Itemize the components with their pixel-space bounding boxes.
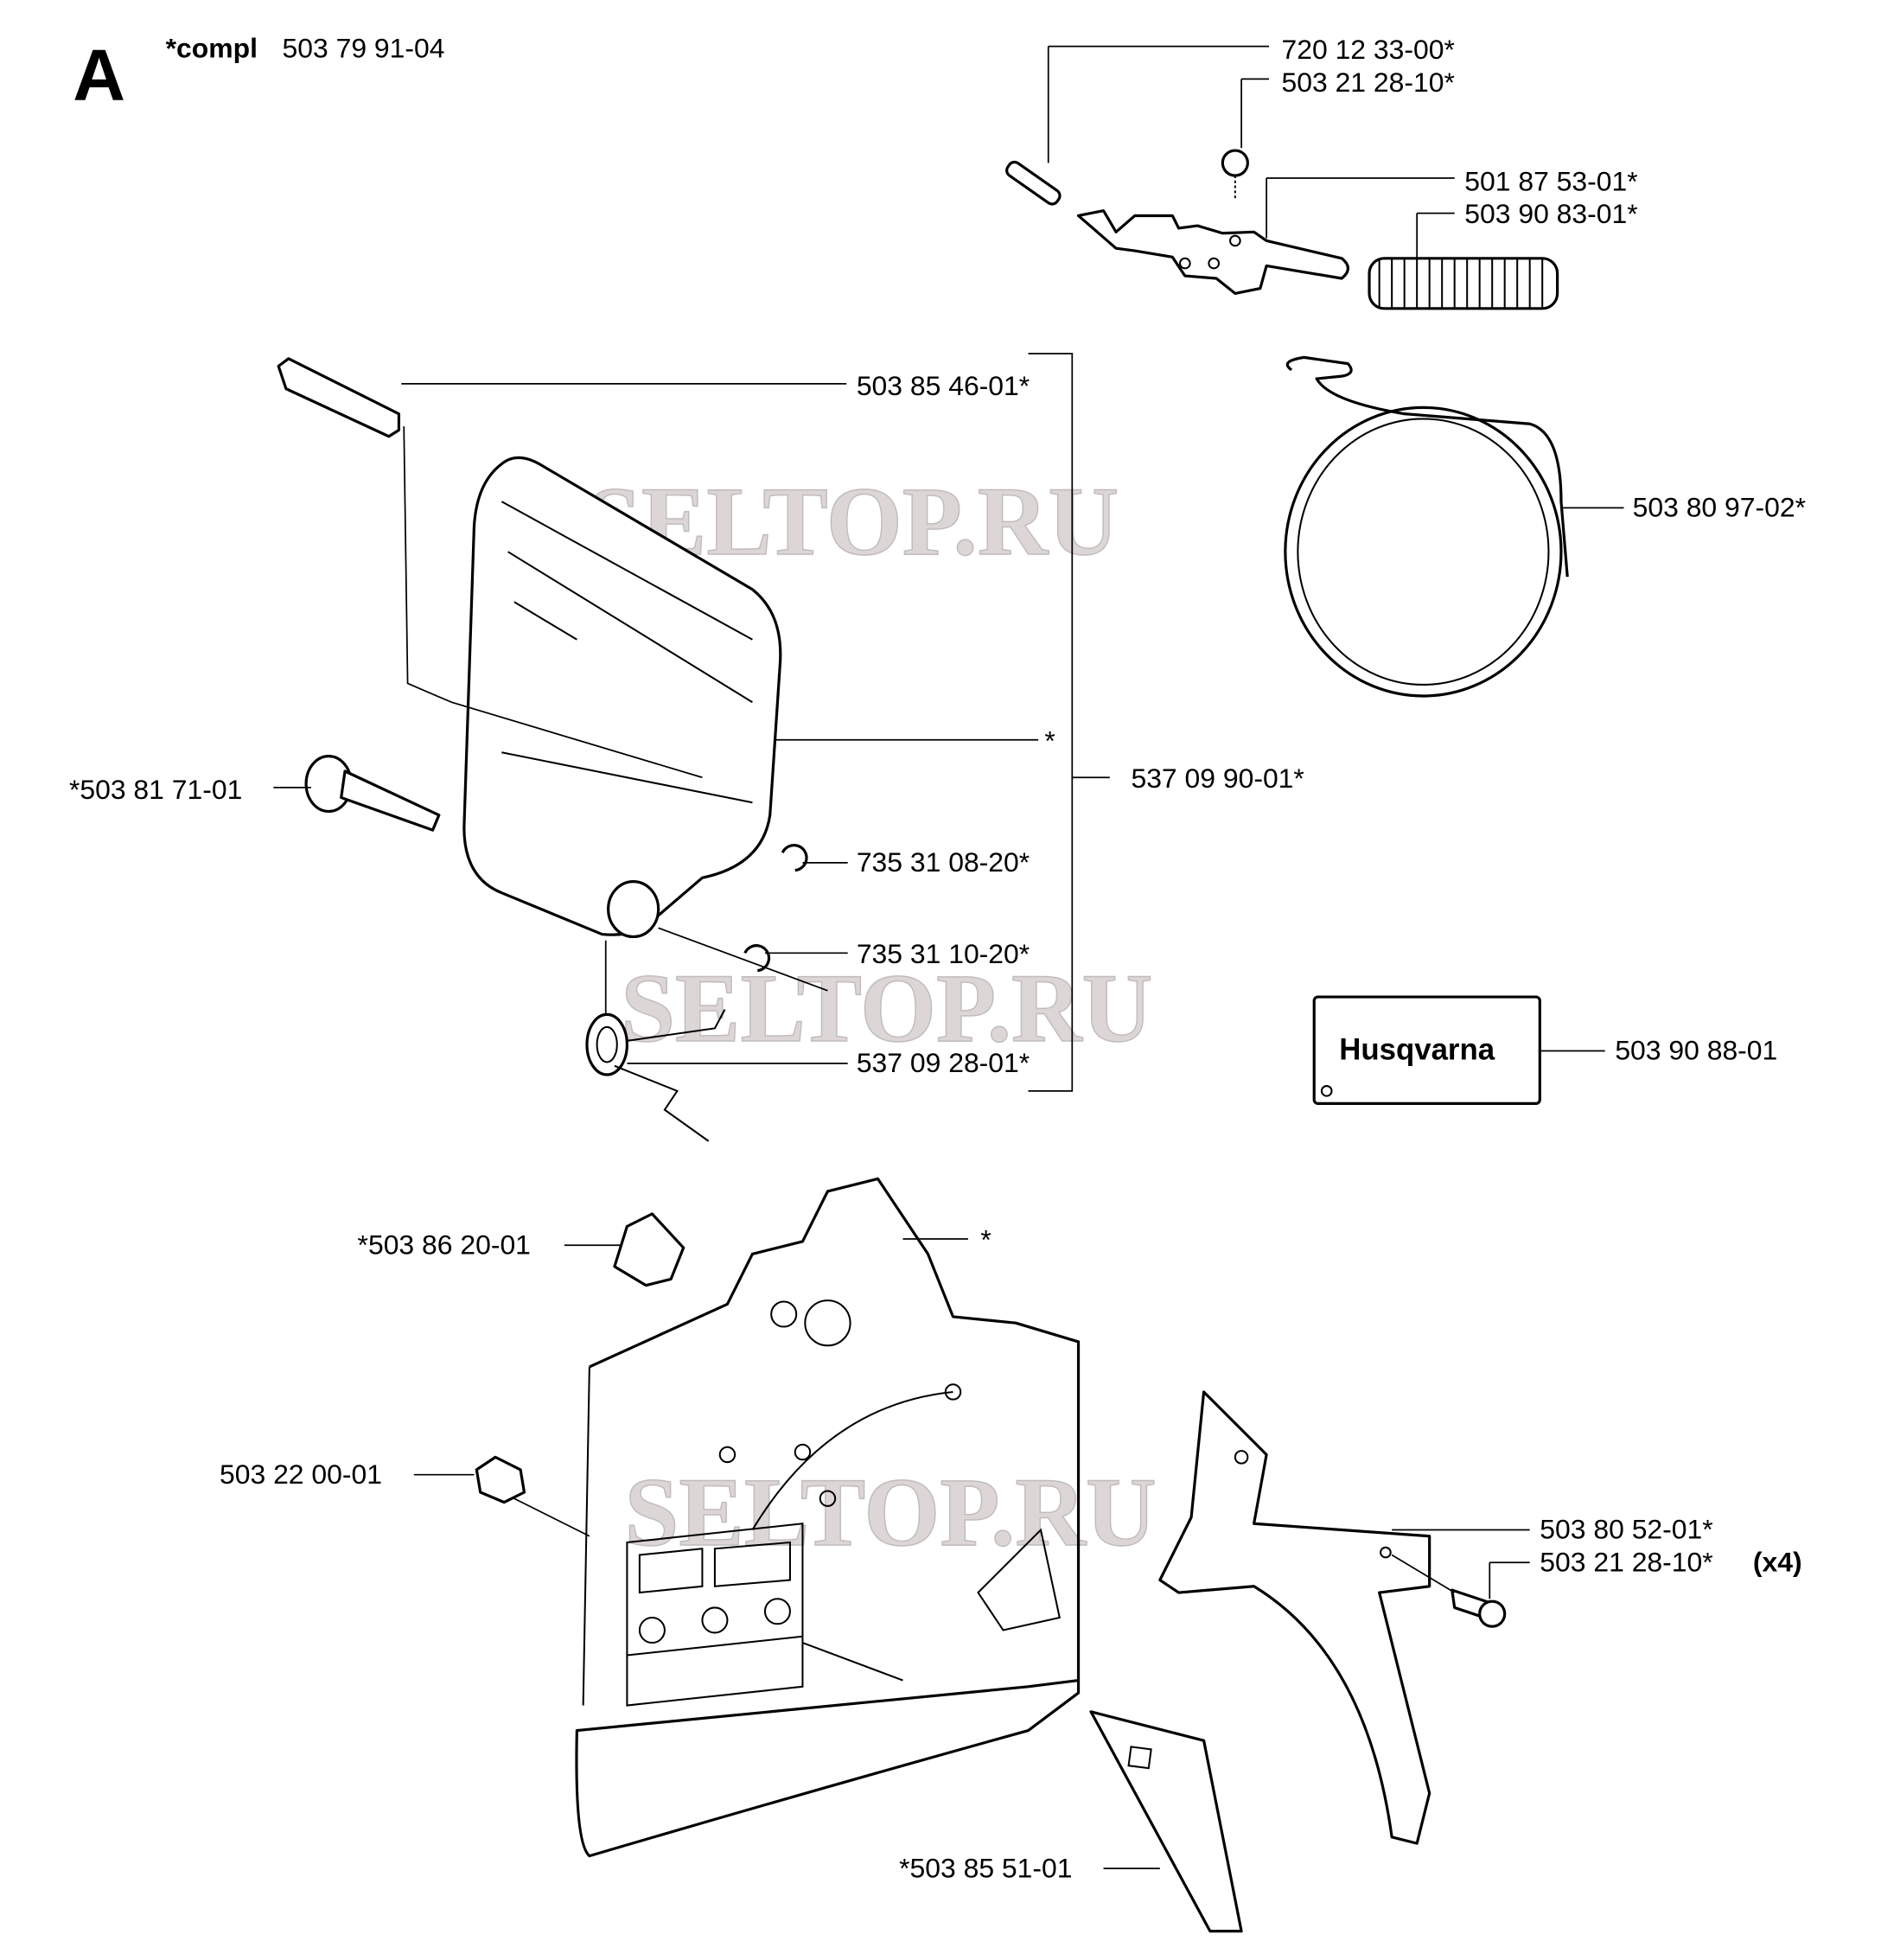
handguard	[277, 357, 808, 1142]
husqvarna-decal: Husqvarna	[1312, 995, 1541, 1105]
label-handguard-kit: 537 09 90-01*	[1131, 763, 1304, 794]
label-shaft: *503 81 71-01	[69, 774, 242, 805]
compl-prefix: *compl	[166, 33, 258, 64]
brake-band	[1284, 355, 1569, 698]
label-screw-bottom-qty: (x4)	[1753, 1546, 1802, 1577]
label-guide-plate: *503 85 51-01	[899, 1852, 1072, 1883]
watermark: SELTOP.RU	[624, 1459, 1156, 1567]
label-handguard-asterisk: *	[1044, 725, 1055, 756]
label-pin: 720 12 33-00*	[1282, 34, 1455, 65]
label-bushing: *503 86 20-01	[358, 1229, 531, 1260]
section-letter: A	[73, 35, 125, 116]
compression-spring	[1368, 257, 1559, 310]
label-screw-bottom: 503 21 28-10*	[1540, 1546, 1712, 1577]
brake-lever-assembly	[1005, 149, 1559, 310]
label-lever: 501 87 53-01*	[1464, 165, 1637, 196]
label-spring: 503 90 83-01*	[1464, 198, 1637, 229]
label-decal: 503 90 88-01	[1615, 1035, 1777, 1066]
label-circlip-2: 735 31 10-20*	[857, 938, 1030, 969]
label-brake-band: 503 80 97-02*	[1633, 492, 1806, 523]
compl-number: 503 79 91-04	[283, 33, 445, 64]
label-screw-top: 503 21 28-10*	[1282, 67, 1455, 98]
clutch-cover	[475, 1177, 1081, 1858]
label-bolt: 503 85 46-01*	[857, 370, 1030, 401]
decal-brand: Husqvarna	[1339, 1033, 1495, 1067]
label-cover-asterisk: *	[980, 1224, 991, 1255]
label-nut: 503 22 00-01	[220, 1459, 382, 1490]
label-chain-catcher-cover: 503 80 52-01*	[1540, 1514, 1712, 1545]
label-torsion-spring: 537 09 28-01*	[857, 1047, 1030, 1078]
watermark: SELTOP.RU	[621, 954, 1152, 1063]
label-circlip-1: 735 31 08-20*	[857, 846, 1030, 878]
guide-plate	[1089, 1710, 1243, 1933]
chain-catcher-cover	[1158, 1390, 1507, 1845]
